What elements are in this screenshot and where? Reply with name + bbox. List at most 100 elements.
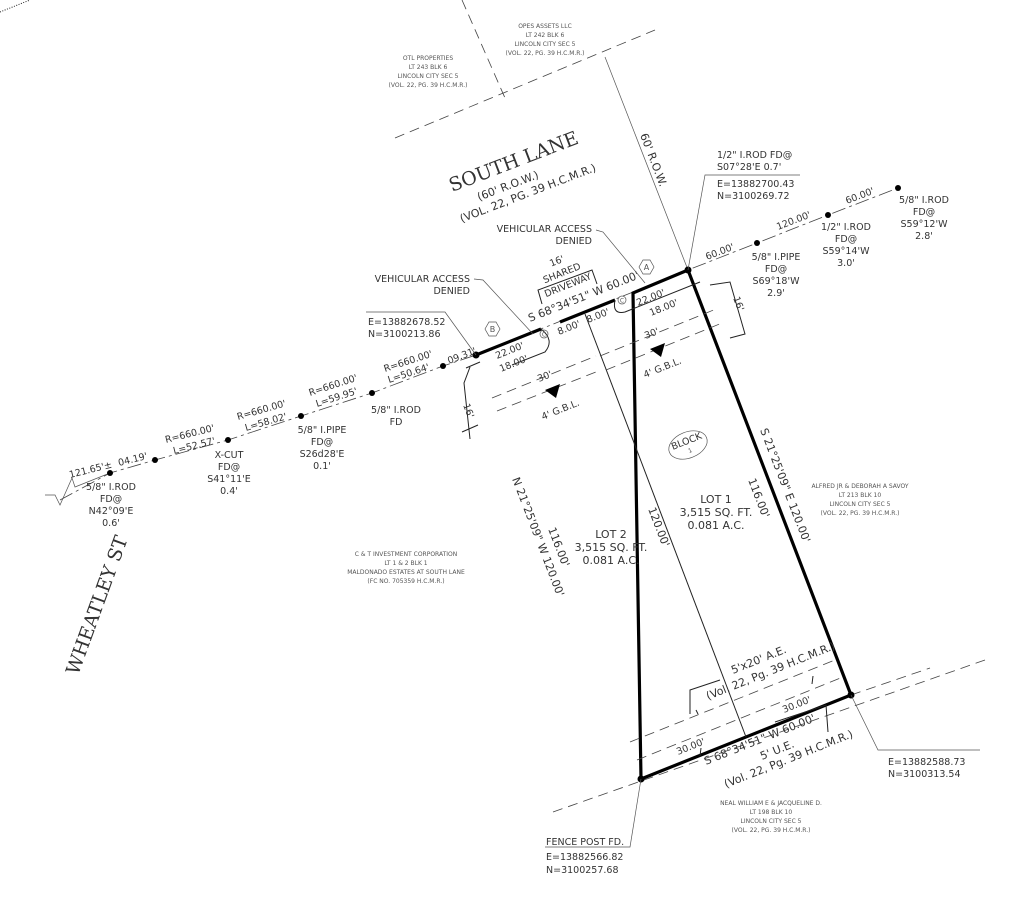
row-leader bbox=[604, 56, 689, 271]
gbl-label: 4' G.B.L. bbox=[642, 356, 683, 381]
setback-16-east bbox=[709, 281, 746, 339]
marker-label: A bbox=[644, 263, 650, 272]
monument-w1: 5/8" I.ROD FD bbox=[371, 405, 421, 428]
dim-label: 16' bbox=[460, 402, 476, 420]
monument-line: 0.4' bbox=[220, 486, 238, 497]
monument-dot bbox=[369, 390, 375, 396]
owner-line: LINCOLN CITY SEC 5 bbox=[741, 818, 802, 825]
owner-savoy: ALFRED JR & DEBORAH A SAVOY LT 213 BLK 1… bbox=[811, 483, 908, 517]
marker-label: B bbox=[490, 325, 496, 334]
corner-ne-label: 1/2" I.ROD FD@ bbox=[717, 150, 792, 161]
monument-w4: 5/8" I.ROD FD@ N42°09'E 0.6' bbox=[86, 482, 136, 529]
curve-hatch bbox=[0, 0, 31, 13]
driveway-width: 16' bbox=[548, 254, 566, 270]
monument-line: S41°11'E bbox=[207, 474, 251, 485]
corner-nw-coord: N=3100213.86 bbox=[368, 329, 440, 340]
block-label: BLOCK 1 bbox=[668, 430, 708, 460]
segment-label: 09.31' bbox=[446, 346, 478, 367]
wheatley-break bbox=[45, 472, 111, 506]
dim-label: 30' bbox=[643, 326, 661, 342]
driveway-bracket bbox=[537, 269, 598, 305]
owner-opes: OPES ASSETS LLC LT 242 BLK 6 LINCOLN CIT… bbox=[506, 23, 585, 57]
road-centerline bbox=[59, 187, 899, 501]
monument-line: 0.1' bbox=[313, 461, 331, 472]
row-label: 60' R.O.W. bbox=[637, 131, 669, 188]
gbl-arrow-west bbox=[545, 384, 560, 398]
corner-ne-label: S07°28'E 0.7' bbox=[717, 162, 781, 173]
corner-ne-coord: E=13882700.43 bbox=[717, 179, 794, 190]
sw-leader bbox=[545, 778, 642, 848]
access-denied-b: DENIED bbox=[433, 286, 470, 297]
owner-line: MALDONADO ESTATES AT SOUTH LANE bbox=[347, 569, 465, 576]
segment-label: 121.65'± bbox=[68, 460, 113, 481]
owner-line: LT 1 & 2 BLK 1 bbox=[384, 560, 427, 567]
dim-label: 16' bbox=[730, 295, 746, 313]
marker-c2: C bbox=[617, 295, 627, 305]
monument-line: 5/8" I.ROD bbox=[371, 405, 421, 416]
access-leader-a bbox=[595, 229, 646, 284]
monument-line: FD@ bbox=[765, 264, 787, 275]
ne-leader bbox=[687, 174, 800, 271]
monument-line: 1/2" I.ROD bbox=[821, 222, 871, 233]
owner-line: OTL PROPERTIES bbox=[403, 55, 454, 62]
lot-name: LOT 1 bbox=[700, 493, 732, 506]
access-denied-b: VEHICULAR ACCESS bbox=[375, 274, 470, 285]
nw-leader bbox=[366, 311, 477, 356]
wheatley-label: WHEATLEY ST bbox=[62, 533, 133, 678]
owner-line: (FC NO. 705359 H.C.M.R.) bbox=[367, 578, 444, 585]
owner-line: LINCOLN CITY SEC 5 bbox=[398, 73, 459, 80]
driveway-notch bbox=[511, 281, 701, 366]
monument-dot bbox=[754, 240, 760, 246]
monument-line: FD@ bbox=[913, 207, 935, 218]
access-denied-a: VEHICULAR ACCESS bbox=[497, 224, 592, 235]
monument-dot bbox=[440, 363, 446, 369]
owner-line: LINCOLN CITY SEC 5 bbox=[830, 501, 891, 508]
lot-line-opes-otl bbox=[461, 0, 506, 99]
lot-divider bbox=[584, 313, 747, 738]
owner-line: ALFRED JR & DEBORAH A SAVOY bbox=[811, 483, 908, 490]
monument-dot bbox=[825, 212, 831, 218]
south-lane-label: SOUTH LANE (60' R.O.W.) (VOL. 22, PG. 39… bbox=[446, 127, 598, 225]
owner-line: (VOL. 22, PG. 39 H.C.M.R.) bbox=[506, 50, 585, 57]
monument-m1: 5/8" I.PIPE FD@ S69°18'W 2.9' bbox=[752, 252, 801, 299]
gbl-line-east bbox=[599, 308, 723, 371]
corner-ne-coord: N=3100269.72 bbox=[717, 191, 789, 202]
easement-arrows bbox=[689, 675, 829, 757]
owner-line: (VOL. 22, PG. 39 H.C.M.R.) bbox=[389, 82, 468, 89]
monument-m2: 1/2" I.ROD FD@ S59°14'W 3.0' bbox=[821, 222, 871, 269]
monument-line: FD@ bbox=[100, 494, 122, 505]
access-denied-a: DENIED bbox=[555, 236, 592, 247]
corner-sw-label: FENCE POST FD. bbox=[546, 837, 624, 848]
monument-m3: 5/8" I.ROD FD@ S59°12'W 2.8' bbox=[899, 195, 949, 242]
gbl-label: 4' G.B.L. bbox=[540, 398, 581, 423]
monument-w3: X-CUT FD@ S41°11'E 0.4' bbox=[207, 450, 251, 497]
owner-line: LT 242 BLK 6 bbox=[526, 32, 565, 39]
owner-line: OPES ASSETS LLC bbox=[518, 23, 572, 30]
monument-line: S26d28'E bbox=[300, 449, 345, 460]
monument-line: 2.8' bbox=[915, 231, 933, 242]
gbl-arrow-east bbox=[650, 343, 665, 357]
monument-line: 5/8" I.PIPE bbox=[298, 425, 347, 436]
monument-line: S69°18'W bbox=[753, 276, 801, 287]
corner-se-coord: N=3100313.54 bbox=[888, 769, 960, 780]
monument-line: X-CUT bbox=[215, 450, 244, 461]
monument-dot bbox=[298, 413, 304, 419]
monument-line: 5/8" I.ROD bbox=[86, 482, 136, 493]
monument-w2: 5/8" I.PIPE FD@ S26d28'E 0.1' bbox=[298, 425, 347, 472]
monument-line: FD bbox=[390, 417, 403, 428]
monument-line: FD@ bbox=[311, 437, 333, 448]
monument-dot bbox=[152, 457, 158, 463]
se-leader bbox=[850, 694, 980, 751]
dim-label: 30' bbox=[536, 369, 554, 385]
monument-line: N42°09'E bbox=[89, 506, 134, 517]
owner-line: LT 198 BLK 10 bbox=[750, 809, 793, 816]
owner-line: C & T INVESTMENT CORPORATION bbox=[355, 551, 458, 558]
easement-line-ue bbox=[636, 676, 844, 761]
monument-line: 2.9' bbox=[767, 288, 785, 299]
corner-sw-coord: N=3100257.68 bbox=[546, 865, 618, 876]
owner-line: (VOL. 22, PG. 39 H.C.M.R.) bbox=[821, 510, 900, 517]
corner-se-coord: E=13882588.73 bbox=[888, 757, 965, 768]
monument-line: 5/8" I.PIPE bbox=[752, 252, 801, 263]
marker-b: B bbox=[484, 321, 501, 337]
lot-area-acres: 0.081 A.C. bbox=[688, 519, 745, 532]
